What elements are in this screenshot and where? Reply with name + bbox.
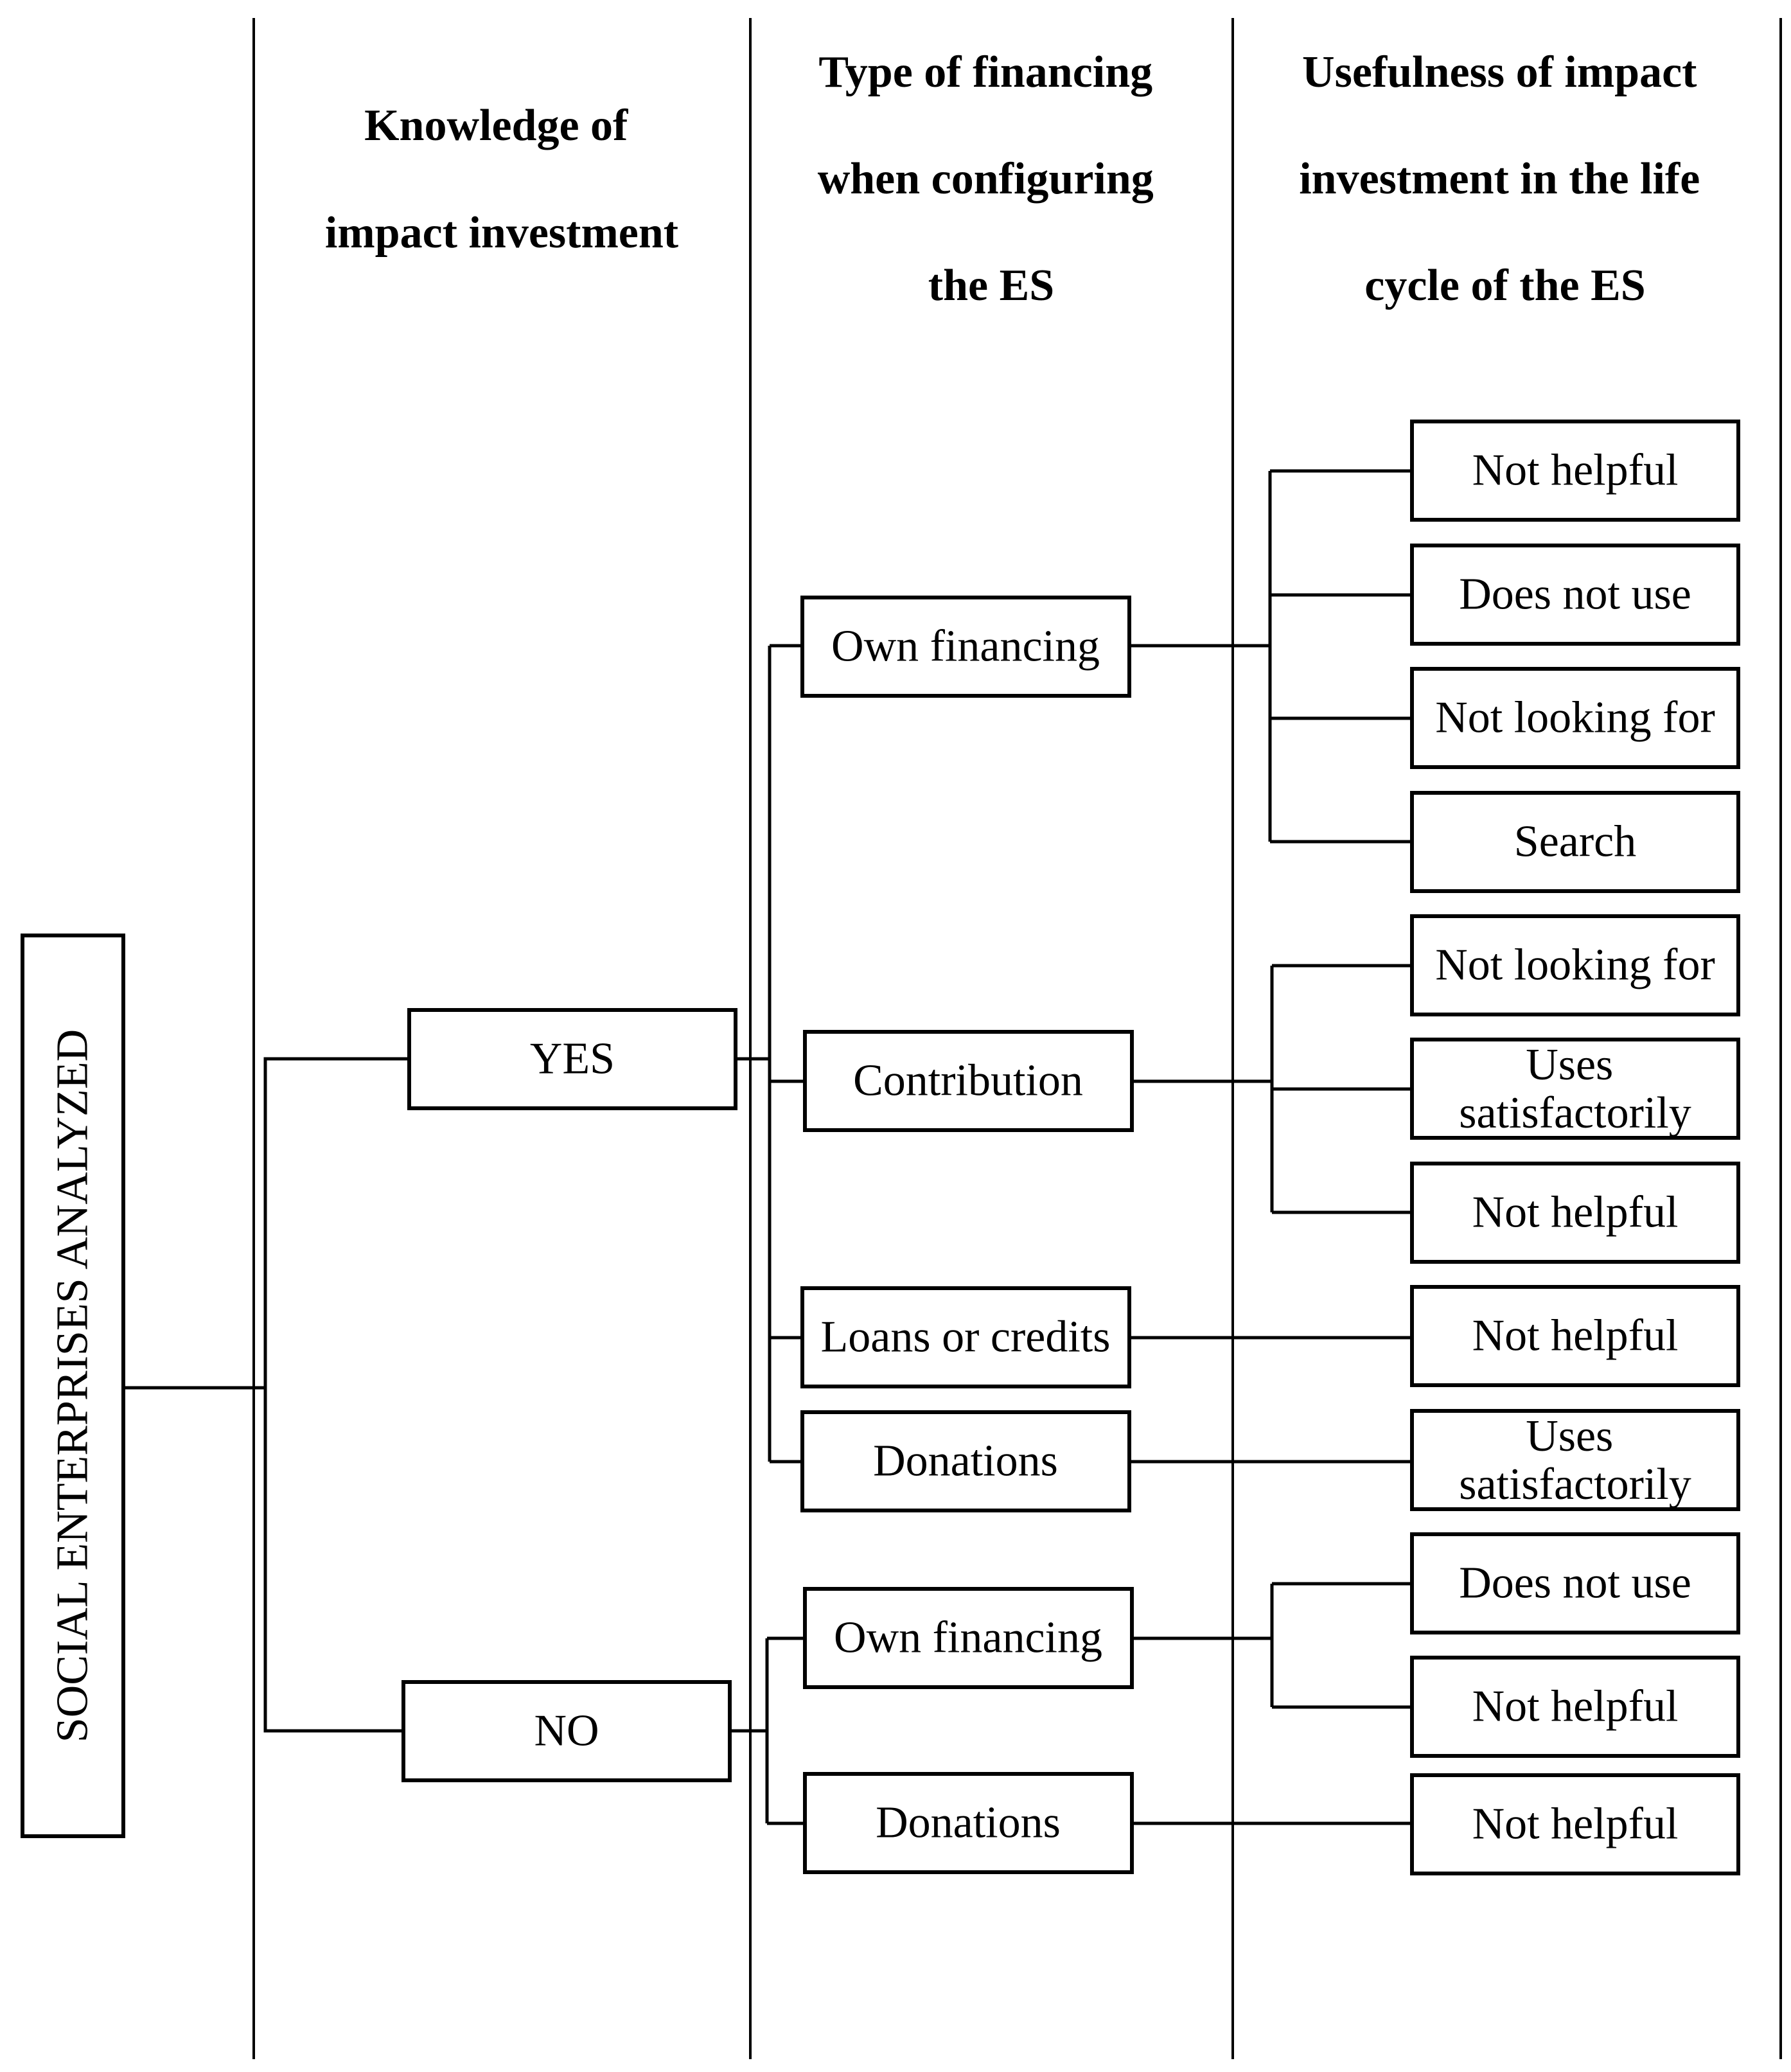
header-usefulness: Usefulness of impact investment in the l… [1299,48,1711,310]
usefulness-node-7: Not helpful [1410,1285,1740,1387]
svg-text:Uses satisfactorily: Uses satisfactorily [1459,1040,1691,1138]
svg-text:Not looking for: Not looking for [1435,941,1715,990]
usefulness-node-9: Does not use [1410,1532,1740,1634]
svg-text:Uses satisfactorily: Uses satisfactorily [1459,1412,1691,1509]
svg-text:Loans or credits: Loans or credits [821,1313,1111,1362]
svg-text:Not helpful: Not helpful [1472,446,1679,495]
svg-text:Donations: Donations [873,1437,1058,1486]
svg-text:Not looking for: Not looking for [1435,693,1715,743]
svg-text:Not helpful: Not helpful [1472,1188,1679,1237]
financing-node-contribution: Contribution [803,1030,1134,1132]
knowledge-node-yes: YES [407,1008,737,1110]
svg-text:NO: NO [534,1706,599,1756]
header-knowledge: Knowledge of impact investment [325,101,678,258]
connector-no-branch [263,1388,403,1733]
usefulness-node-8: Uses satisfactorily [1410,1409,1740,1511]
svg-text:Search: Search [1514,817,1636,867]
knowledge-node-no: NO [401,1680,732,1782]
root-node-label: SOCIAL ENTERPRISES ANALYZED [48,1029,98,1742]
usefulness-node-1: Does not use [1410,544,1740,646]
usefulness-node-2: Not looking for [1410,667,1740,769]
financing-node-donations: Donations [800,1410,1131,1512]
usefulness-node-0: Not helpful [1410,420,1740,522]
svg-text:Not helpful: Not helpful [1472,1311,1679,1361]
svg-text:Does not use: Does not use [1459,1559,1691,1608]
svg-text:Not helpful: Not helpful [1472,1800,1679,1849]
svg-text:YES: YES [530,1034,615,1084]
usefulness-node-10: Not helpful [1410,1656,1740,1758]
usefulness-node-3: Search [1410,791,1740,893]
svg-text:Contribution: Contribution [853,1056,1083,1106]
financing-node-no-donations: Donations [803,1772,1134,1874]
financing-node-own-financing: Own financing [800,596,1131,698]
svg-text:Donations: Donations [876,1798,1061,1848]
financing-node-no-own-financing: Own financing [803,1587,1134,1689]
header-financing-type: Type of financing when configuring the E… [818,48,1165,310]
connector-yes-branch [263,1057,409,1388]
root-node-box [21,934,125,1838]
usefulness-node-4: Not looking for [1410,914,1740,1016]
usefulness-node-5: Uses satisfactorily [1410,1038,1740,1140]
svg-text:Own financing: Own financing [834,1613,1102,1663]
svg-text:Not helpful: Not helpful [1472,1682,1679,1731]
svg-text:Own financing: Own financing [831,622,1100,671]
svg-text:Does not use: Does not use [1459,570,1691,619]
usefulness-node-6: Not helpful [1410,1162,1740,1264]
financing-node-loans-or-credits: Loans or credits [800,1286,1131,1388]
usefulness-node-11: Not helpful [1410,1773,1740,1875]
